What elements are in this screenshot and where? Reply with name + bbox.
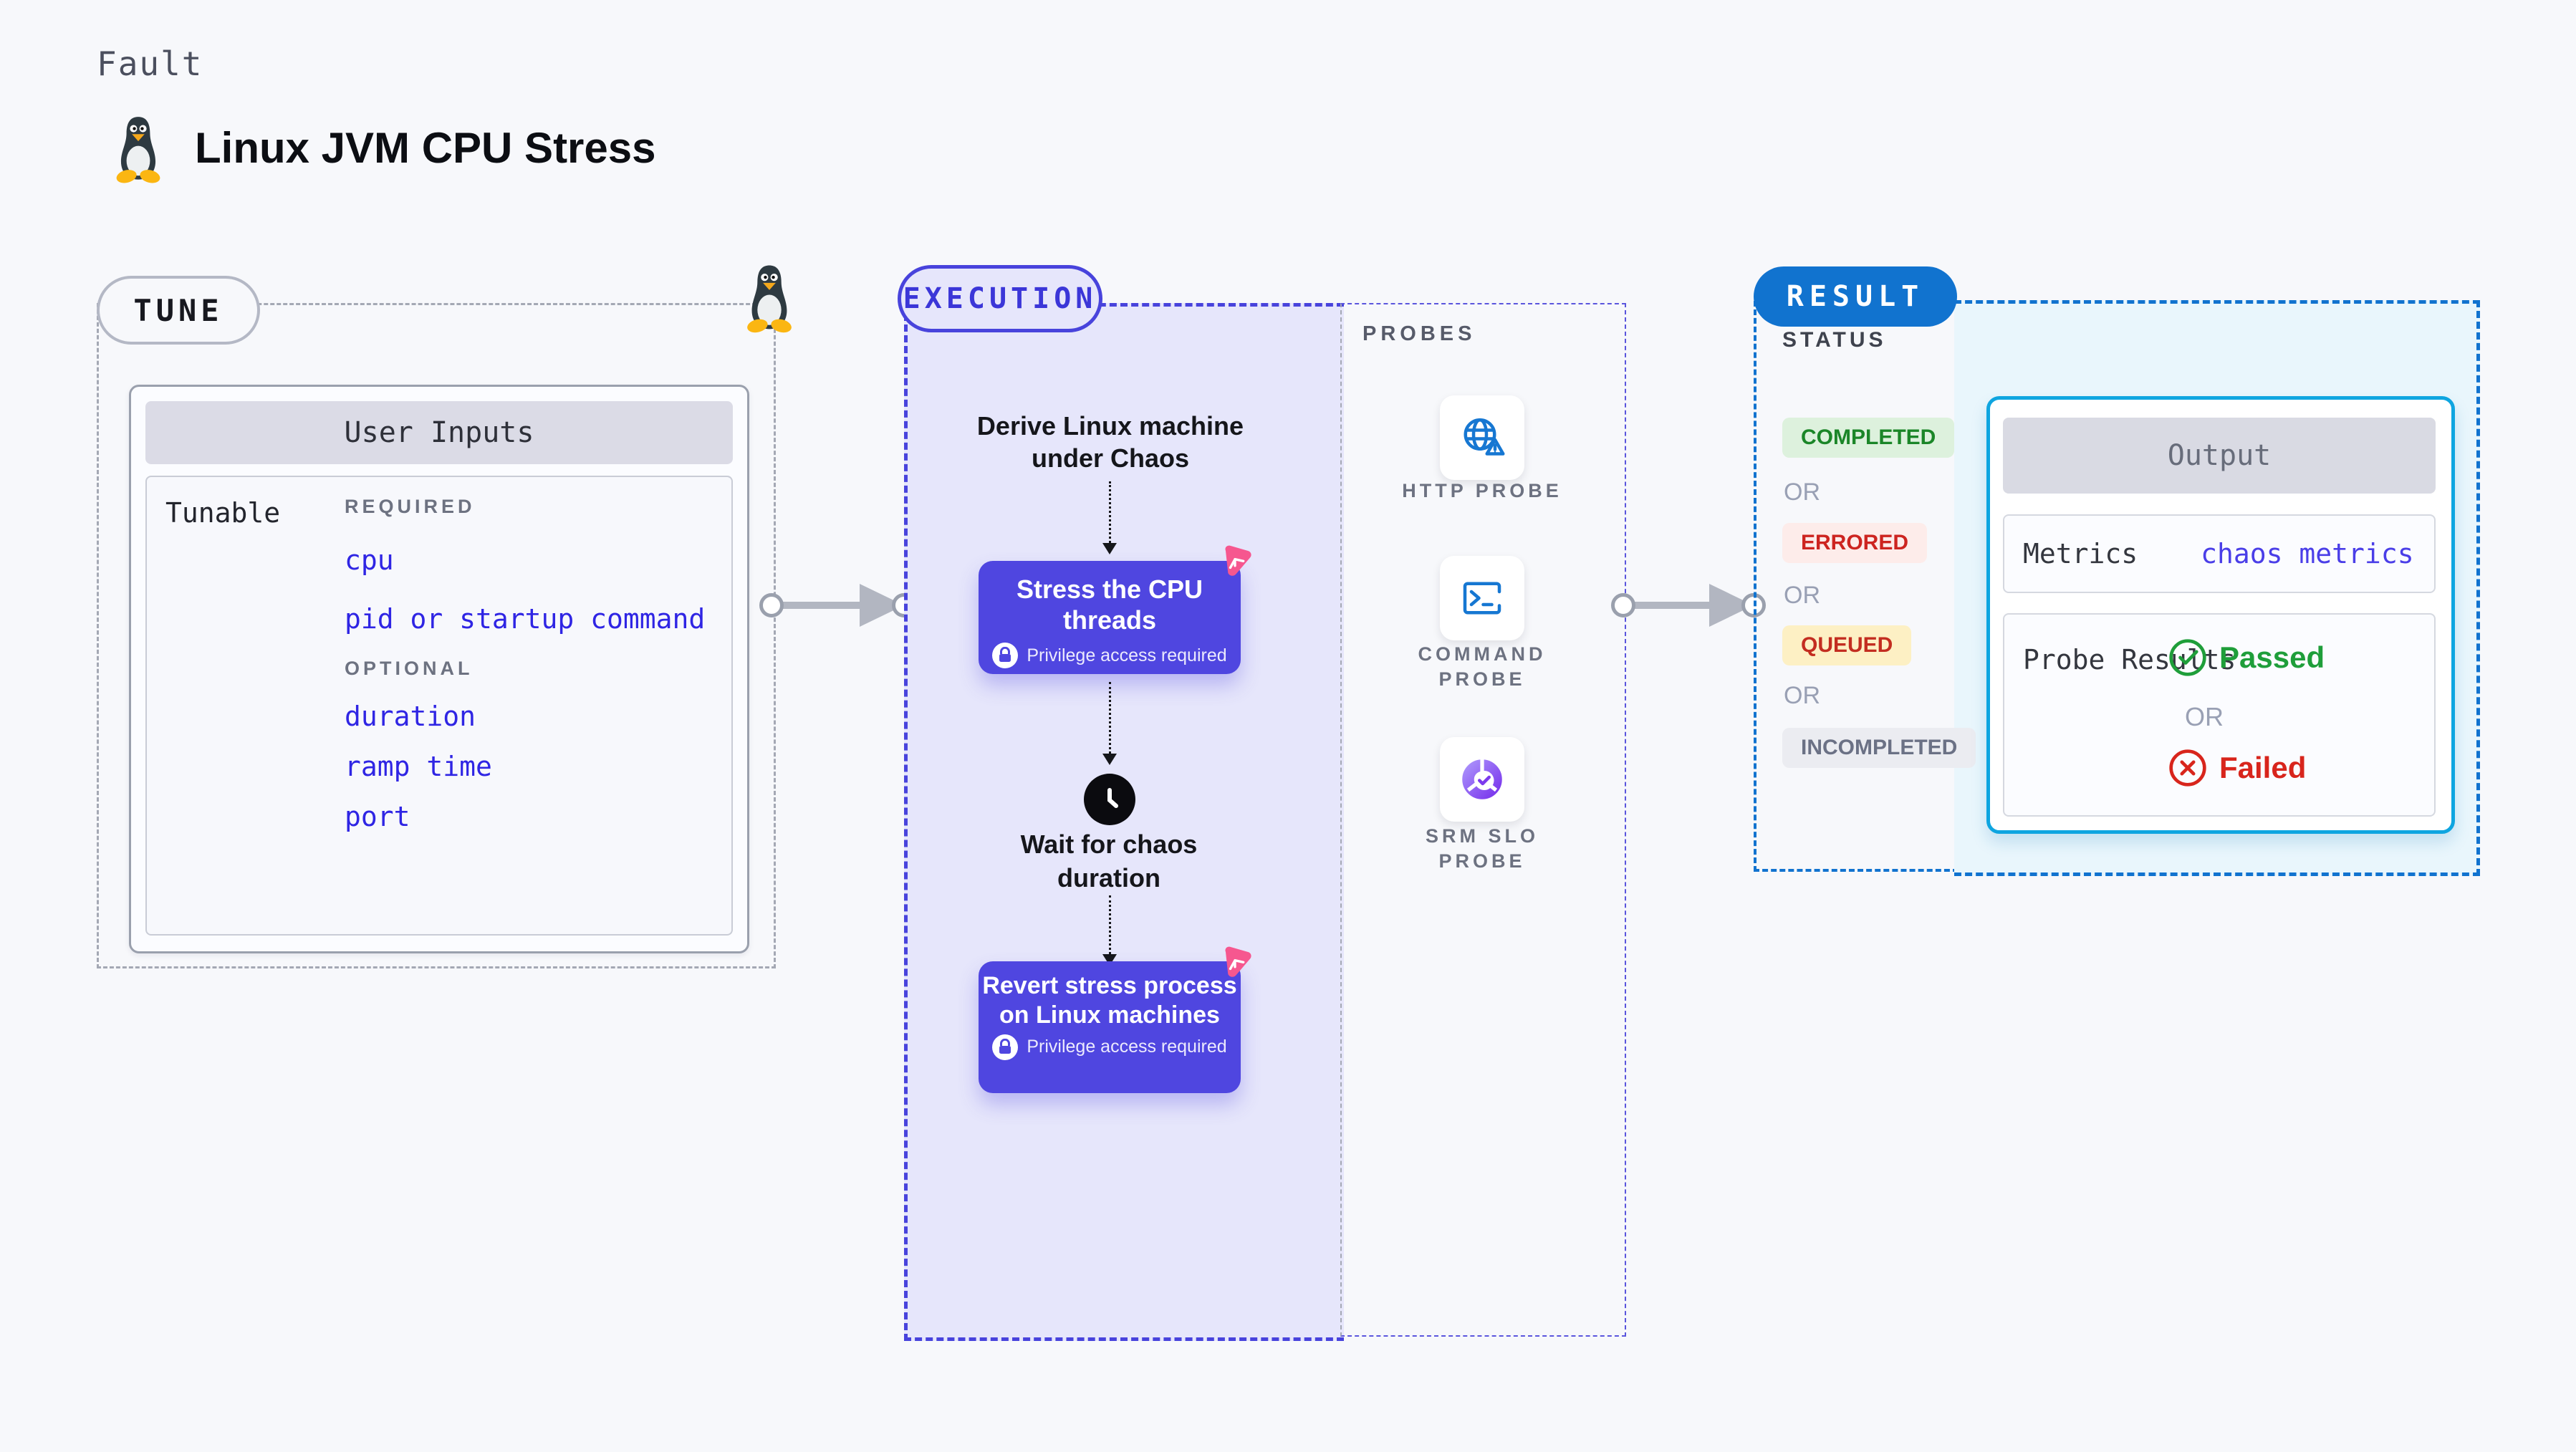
slo-donut-check-icon: [1462, 756, 1502, 799]
failed-text: Failed: [2219, 751, 2307, 784]
passed-text: Passed: [2219, 640, 2325, 674]
param-port: port: [345, 801, 410, 832]
result-badge: RESULT: [1754, 266, 1957, 327]
optional-label: OPTIONAL: [345, 658, 474, 679]
stress-cpu-node-title: Stress the CPU threads: [1016, 574, 1203, 635]
execution-step-derive: Derive Linux machine under Chaos: [976, 411, 1244, 473]
tune-section-box: [97, 303, 776, 968]
tune-badge: TUNE: [97, 276, 260, 345]
fault-kicker: Fault: [97, 44, 203, 83]
tunable-label: Tunable: [165, 497, 281, 529]
flow-connector: [1109, 895, 1111, 954]
user-inputs-body: Tunable REQUIRED cpu pid or startup comm…: [145, 476, 733, 936]
lock-icon: [992, 643, 1019, 669]
command-probe-card: [1440, 556, 1524, 640]
arrow-line: [1632, 602, 1714, 609]
arrow-start-dot: [759, 593, 784, 617]
failed-verdict: Failed: [2168, 748, 2306, 788]
chaos-module-icon: [1225, 545, 1251, 576]
probes-label: PROBES: [1363, 322, 1476, 345]
command-probe-label: COMMAND PROBE: [1418, 643, 1547, 691]
http-probe-label: HTTP PROBE: [1402, 480, 1562, 501]
or-label: OR: [1784, 682, 1820, 709]
user-inputs-card: User Inputs Tunable REQUIRED cpu pid or …: [129, 385, 749, 953]
revert-stress-node: Revert stress process on Linux machines …: [979, 961, 1241, 1093]
stress-cpu-node: Stress the CPU threads Privilege access …: [979, 561, 1241, 674]
arrow-start-dot: [1611, 593, 1635, 617]
linux-tux-icon: [747, 265, 792, 333]
status-badge-incompleted: INCOMPLETED: [1782, 728, 1976, 768]
status-badge-errored: ERRORED: [1782, 523, 1928, 563]
output-card: Output Metrics chaos metrics Probe Resul…: [1986, 396, 2455, 834]
srm-slo-probe-label: SRM SLO PROBE: [1425, 825, 1539, 872]
or-label: OR: [1784, 582, 1820, 609]
check-circle-icon: [2169, 639, 2206, 676]
status-badge-completed: COMPLETED: [1782, 418, 1955, 458]
privilege-row: Privilege access required: [979, 1034, 1241, 1060]
flow-connector: [1109, 682, 1111, 754]
privilege-note: Privilege access required: [1027, 1037, 1227, 1057]
http-probe-card: [1440, 395, 1524, 480]
param-cpu: cpu: [345, 544, 394, 576]
privilege-row: Privilege access required: [979, 643, 1241, 669]
user-inputs-header: User Inputs: [145, 401, 733, 464]
probes-section-box: [1340, 303, 1626, 1337]
lock-icon: [992, 1034, 1019, 1060]
param-pid-or-startup-command: pid or startup command: [345, 603, 706, 635]
revert-stress-node-title: Revert stress process on Linux machines: [982, 972, 1237, 1029]
status-label: STATUS: [1782, 328, 1887, 352]
linux-tux-icon: [116, 117, 160, 183]
clock-icon: [1084, 774, 1135, 825]
output-card-header: Output: [2003, 418, 2436, 494]
or-label: OR: [2185, 702, 2224, 731]
chaos-module-icon: [1225, 946, 1251, 977]
passed-verdict: Passed: [2168, 638, 2325, 678]
metrics-label: Metrics: [2023, 538, 2138, 569]
srm-slo-probe-card: [1440, 737, 1524, 822]
execution-badge: EXECUTION: [898, 265, 1102, 332]
x-circle-icon: [2169, 749, 2206, 787]
page-title: Linux JVM CPU Stress: [195, 124, 656, 172]
param-ramp-time: ramp time: [345, 751, 492, 782]
terminal-icon: [1463, 582, 1501, 615]
flow-arrowhead: [1102, 754, 1117, 765]
or-label: OR: [1784, 479, 1820, 506]
execution-section-box: [904, 303, 1344, 1341]
required-label: REQUIRED: [345, 496, 476, 517]
probe-results-row: Probe Results Passed OR Failed: [2003, 613, 2436, 817]
metrics-row: Metrics chaos metrics: [2003, 514, 2436, 593]
arrow-line: [780, 602, 865, 609]
flow-arrowhead: [1102, 543, 1117, 554]
metrics-value: chaos metrics: [2201, 538, 2414, 569]
param-duration: duration: [345, 701, 476, 732]
globe-alert-icon: [1464, 418, 1505, 456]
execution-step-wait: Wait for chaos duration: [1020, 830, 1198, 893]
status-badge-queued: QUEUED: [1782, 625, 1912, 665]
privilege-note: Privilege access required: [1027, 645, 1227, 665]
flow-connector: [1109, 481, 1111, 543]
